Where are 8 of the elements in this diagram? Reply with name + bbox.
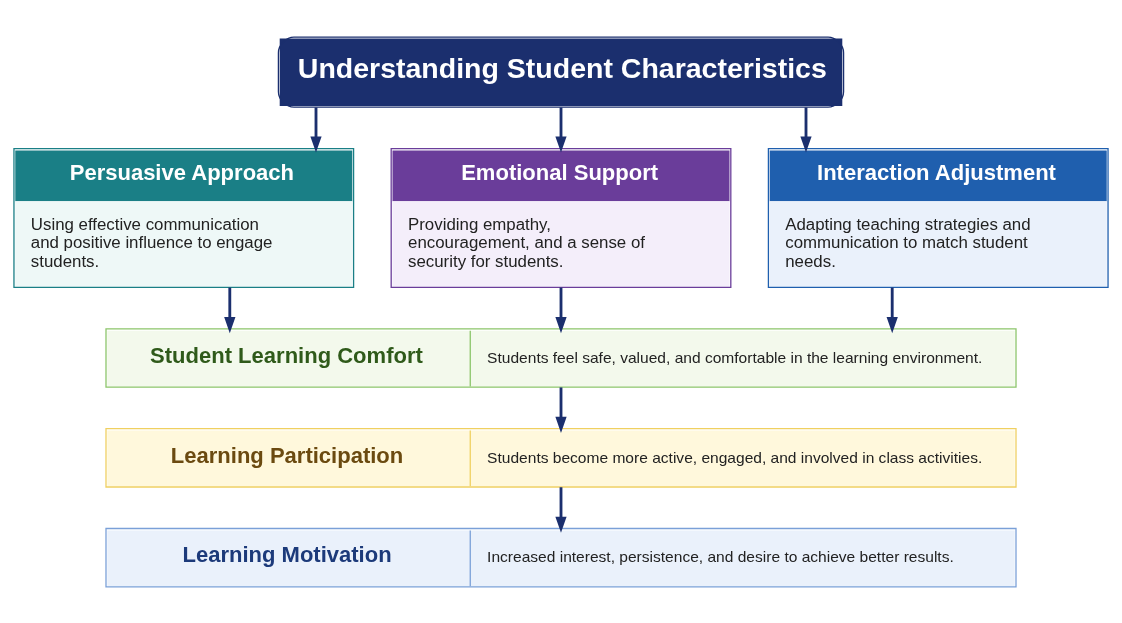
arrow (800, 107, 812, 152)
arrow (886, 287, 898, 333)
arrow (555, 386, 567, 433)
arrow (555, 287, 567, 333)
arrow (555, 107, 567, 152)
arrow (224, 287, 236, 333)
arrow (555, 486, 567, 533)
arrow (310, 107, 322, 152)
